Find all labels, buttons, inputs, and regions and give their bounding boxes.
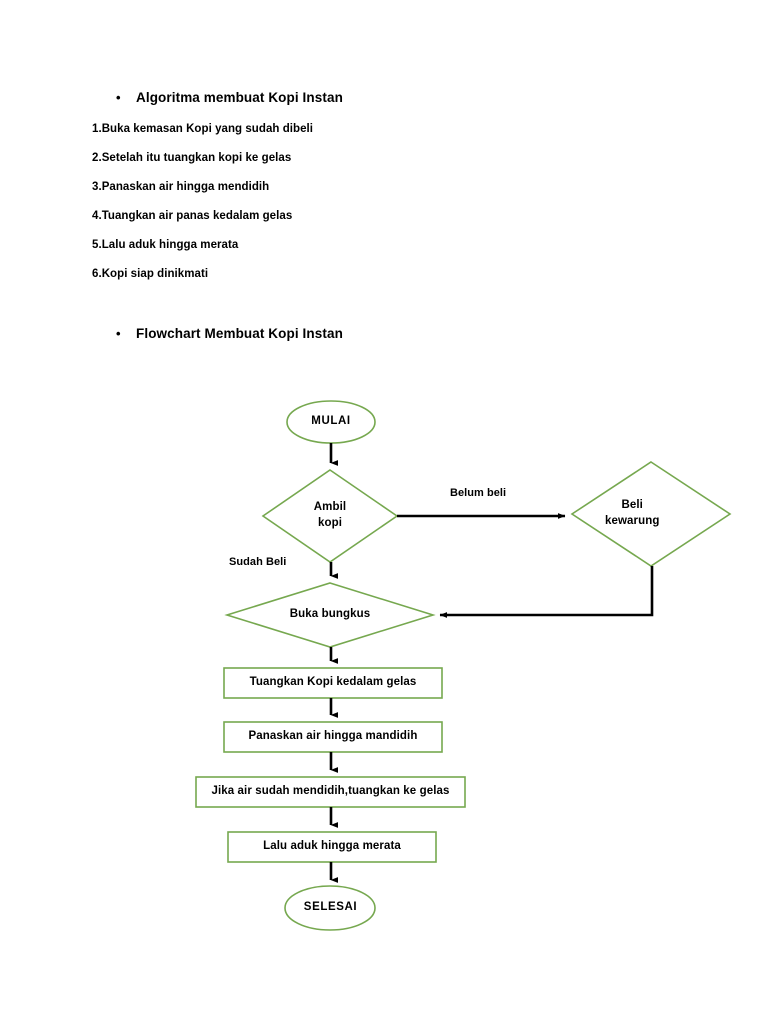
shape-start-ellipse[interactable]: [286, 400, 376, 444]
shape-process-tuang-kopi-rect[interactable]: [223, 667, 443, 699]
shape-decision-ambil-diamond[interactable]: [261, 469, 399, 563]
heading-flowchart: • Flowchart Membuat Kopi Instan: [116, 326, 343, 341]
connector-beli-loop-to-buka: [439, 566, 654, 618]
shape-process-jika-mendidih-rect[interactable]: [195, 776, 466, 808]
bullet-icon: •: [116, 90, 121, 105]
shape-process-aduk-rect[interactable]: [227, 831, 437, 863]
heading-flowchart-label: Flowchart Membuat Kopi Instan: [136, 326, 343, 341]
shape-process-panaskan-rect[interactable]: [223, 721, 443, 753]
edge-label-sudah-beli: Sudah Beli: [229, 556, 287, 568]
edge-label-belum-beli: Belum beli: [450, 487, 507, 499]
algoritma-step-4: 4.Tuangkan air panas kedalam gelas: [92, 210, 293, 222]
bullet-icon: •: [116, 326, 121, 341]
shape-decision-beli-diamond[interactable]: [570, 461, 732, 567]
algoritma-step-2: 2.Setelah itu tuangkan kopi ke gelas: [92, 152, 292, 164]
algoritma-step-5: 5.Lalu aduk hingga merata: [92, 239, 239, 251]
shape-decision-buka-diamond[interactable]: [224, 582, 436, 648]
algoritma-step-1: 1.Buka kemasan Kopi yang sudah dibeli: [92, 123, 314, 135]
heading-algoritma-label: Algoritma membuat Kopi Instan: [136, 90, 343, 105]
algoritma-step-6: 6.Kopi siap dinikmati: [92, 268, 209, 280]
heading-algoritma: • Algoritma membuat Kopi Instan: [116, 90, 343, 105]
shape-end-ellipse[interactable]: [284, 885, 376, 931]
algoritma-step-3: 3.Panaskan air hingga mendidih: [92, 181, 270, 193]
